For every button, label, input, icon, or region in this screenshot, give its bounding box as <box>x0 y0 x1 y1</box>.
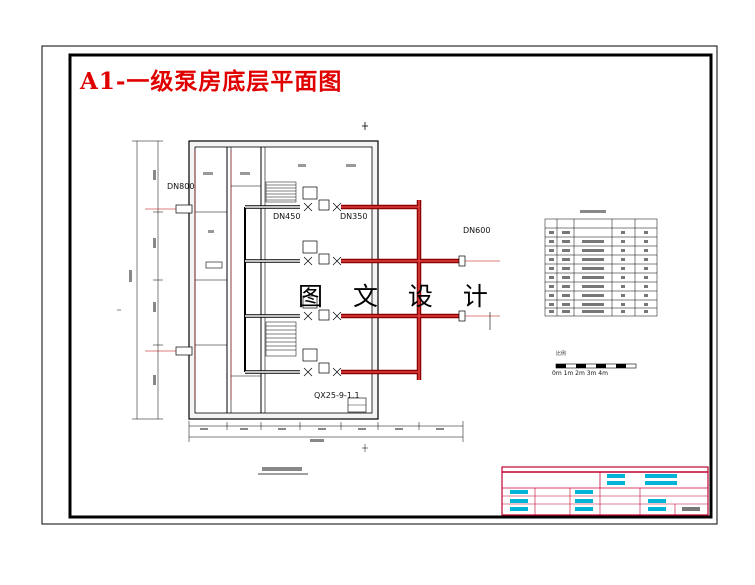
valves <box>303 202 342 377</box>
dn800-label: DN800 <box>167 182 195 191</box>
scale-bar <box>555 363 637 369</box>
stairs-top <box>265 181 297 203</box>
crane-model-label: QX25-9-1.1 <box>314 391 360 400</box>
dn450-label: DN450 <box>273 212 301 221</box>
outer-border <box>41 45 718 525</box>
title-block <box>501 466 709 516</box>
watermark-text: 图 文 设 计 <box>298 282 499 311</box>
scale-label: 比例 <box>556 351 567 357</box>
dimensions <box>117 140 464 452</box>
scale-ticks: 0m 1m 2m 3m 4m <box>552 370 608 377</box>
stairs-mid <box>265 321 297 357</box>
pump-units <box>302 186 330 374</box>
inner-wall <box>194 146 373 414</box>
dn350-label: DN350 <box>340 212 368 221</box>
inner-border <box>68 53 713 519</box>
dn600-label: DN600 <box>463 226 491 235</box>
drawing-title: A1-一级泵房底层平面图 <box>80 68 343 95</box>
inlet-pipes <box>145 204 193 356</box>
floor-plan <box>145 122 500 420</box>
